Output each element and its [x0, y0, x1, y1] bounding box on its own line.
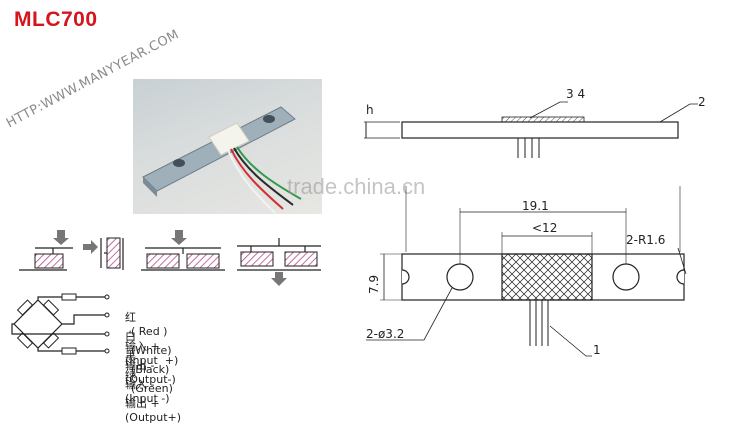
- dim-top: 19.1: [522, 199, 549, 213]
- wire-en-func: (Output-): [125, 373, 176, 386]
- product-title: MLC700: [14, 8, 98, 31]
- wire-cn-func: 输入 +: [125, 340, 160, 353]
- wire-en-func: (Input +): [125, 354, 179, 367]
- wire-color: (Green): [131, 382, 173, 395]
- wire-color: (Black): [131, 363, 170, 376]
- holes-label: 2-ø3.2: [366, 327, 404, 341]
- wire-cn: 红: [125, 311, 136, 324]
- height-label: 7.9: [367, 275, 381, 294]
- wire-row-green: 绿 (Green) 输出 + (Output+): [118, 353, 205, 424]
- loading-diagram: [19, 230, 321, 286]
- wire-cn: 绿: [125, 368, 136, 381]
- label-3-4: 3 4: [566, 87, 585, 101]
- wire-cn-func: 输入 -: [125, 378, 155, 391]
- wire-cn: 黑: [125, 349, 136, 362]
- bridge-schematic: [11, 293, 110, 355]
- wire-cn-func: 输出 +: [125, 397, 160, 410]
- wire-color: ( Red ): [131, 325, 168, 338]
- wire-en-func: (Output+): [125, 411, 182, 424]
- dim-window: <12: [532, 221, 557, 235]
- trade-watermark: trade.china.cn: [287, 174, 426, 199]
- wire-cn-func: 输出 -: [125, 359, 155, 372]
- wire-row-red: 红 ( Red ) 输入 + (Input +): [118, 296, 205, 367]
- side-view-drawing: h 3 4 2: [364, 87, 706, 158]
- h-label: h: [366, 103, 374, 117]
- wire-cn: 白: [125, 330, 136, 343]
- wire-row-white: 白 (White) 输出 - (Output-): [118, 315, 205, 386]
- label-2: 2: [698, 95, 706, 109]
- wire-color: (White): [131, 344, 172, 357]
- label-1: 1: [593, 343, 601, 357]
- top-view-drawing: 19.1 <12 2-R1.6 7.9 2-ø3.2 1: [366, 186, 687, 357]
- product-photo: [133, 79, 322, 214]
- radius-label: 2-R1.6: [626, 233, 665, 247]
